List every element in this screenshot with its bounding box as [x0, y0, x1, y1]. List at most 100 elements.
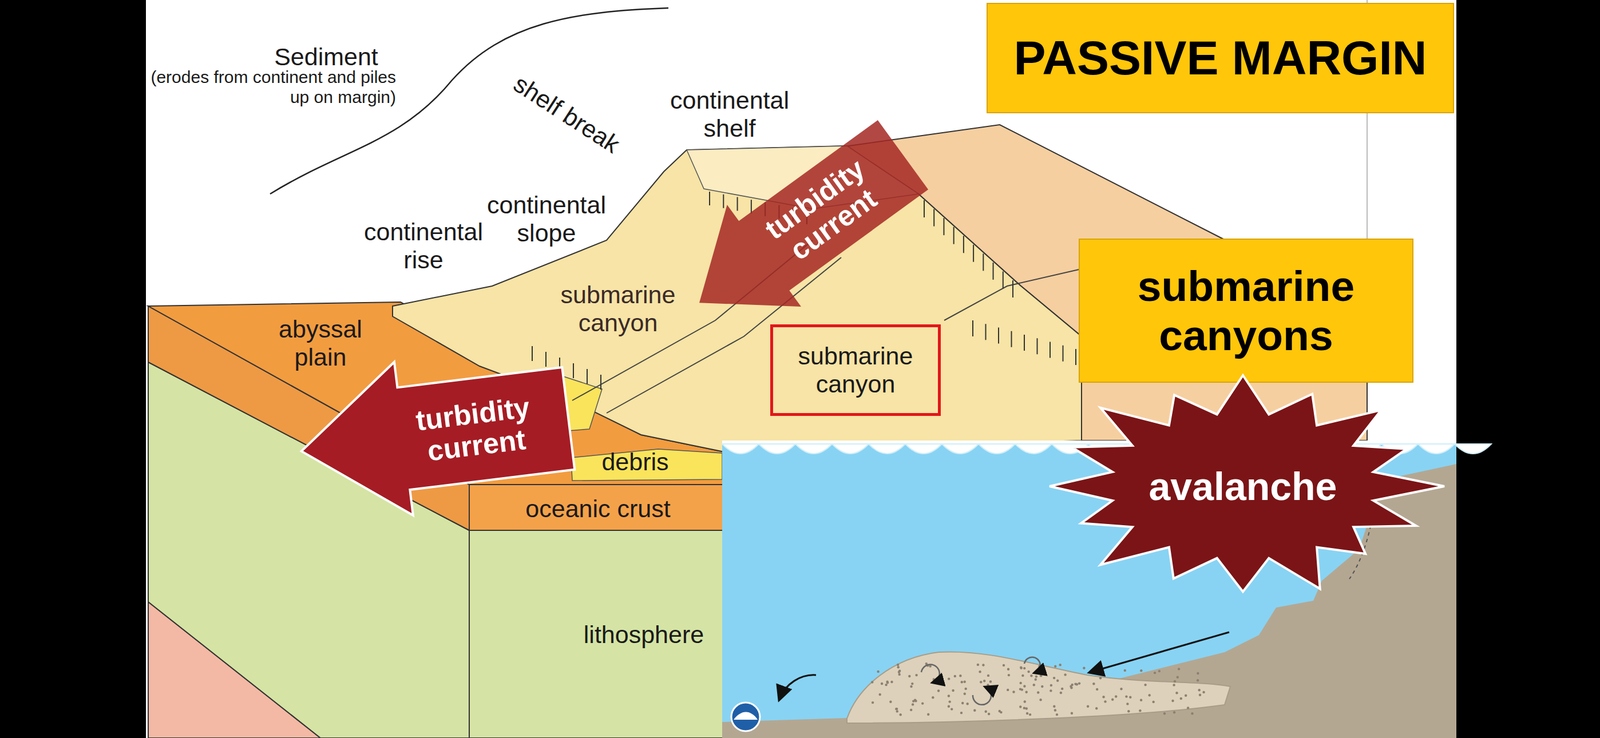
debris-dot	[947, 705, 950, 708]
hatch-mark	[972, 320, 974, 337]
debris-dot	[1086, 705, 1089, 708]
wave	[722, 444, 759, 454]
debris-dot	[894, 707, 898, 711]
debris-dot	[1184, 694, 1187, 697]
swirl-arrow	[972, 687, 992, 706]
title-text: PASSIVE MARGIN	[1004, 30, 1436, 86]
debris-dot	[929, 664, 932, 668]
debris-dot	[897, 666, 900, 669]
debris-dot	[1023, 707, 1026, 710]
debris-dot	[1006, 688, 1009, 692]
debris-dot	[1095, 688, 1099, 691]
debris-dot	[927, 713, 930, 716]
debris-dot	[1094, 666, 1097, 669]
debris-dot	[908, 675, 911, 678]
debris-dot	[890, 680, 893, 684]
debris-dot	[1158, 670, 1161, 673]
debris-dot	[983, 679, 986, 683]
debris-dot	[1019, 666, 1023, 669]
hatch-mark	[963, 235, 965, 253]
debris-dot	[1173, 711, 1176, 714]
debris-dot	[1186, 706, 1190, 710]
debris-dot	[1007, 674, 1011, 677]
debris-dot	[1039, 674, 1043, 677]
debris-dot	[1007, 668, 1010, 671]
debris-dot	[921, 702, 924, 705]
hatch-mark	[531, 346, 533, 362]
debris-dot	[1111, 698, 1114, 702]
debris-dot	[1190, 712, 1194, 715]
debris-dot	[911, 682, 914, 685]
debris-dot	[1099, 676, 1102, 680]
debris-dot	[1063, 673, 1067, 676]
arrow-shape	[662, 104, 940, 355]
debris-dot	[898, 670, 901, 673]
debris-dot	[1030, 674, 1033, 677]
debris-dot	[1059, 663, 1062, 667]
debris-dot	[960, 711, 963, 715]
crust-front	[469, 484, 725, 531]
wave	[978, 444, 1016, 454]
debris-dot	[987, 674, 990, 677]
debris-dot	[1175, 691, 1178, 695]
debris-dot	[1153, 671, 1156, 675]
hatch-mark	[1023, 334, 1025, 351]
swirl-arrow	[921, 664, 940, 683]
debris-dot	[899, 713, 902, 716]
debris-dot	[1055, 713, 1059, 716]
hatch-mark	[933, 209, 935, 227]
hatch-mark	[600, 374, 602, 390]
debris-dot	[1049, 689, 1052, 692]
debris-dot	[998, 710, 1001, 713]
avalanche-burst: avalanche	[1036, 371, 1449, 601]
debris-dot	[978, 670, 981, 673]
debris-dot	[964, 687, 968, 691]
hatch-mark	[943, 218, 945, 236]
hatch-mark	[572, 363, 574, 379]
debris-dot	[1036, 691, 1040, 694]
debris-dot	[876, 670, 879, 673]
debris-dot	[880, 682, 883, 685]
part-label: shelf break	[508, 69, 625, 160]
debris-dot	[942, 682, 945, 685]
part-label: debris	[601, 448, 669, 477]
agency-logo	[731, 702, 760, 732]
debris-dot	[950, 707, 953, 711]
flow-arrow	[779, 675, 817, 700]
debris-dot	[986, 683, 989, 687]
lithosphere-front	[469, 530, 725, 738]
debris-dot	[947, 677, 950, 680]
debris-dot	[1074, 682, 1077, 685]
debris-dot	[871, 701, 874, 704]
part-label: continental rise	[349, 218, 498, 275]
hatch-mark	[972, 244, 974, 263]
debris-dot	[1092, 682, 1095, 685]
wave	[1454, 444, 1492, 454]
hatch-mark	[1012, 280, 1014, 298]
debris-dot	[1035, 675, 1038, 678]
debris-dot	[948, 700, 952, 703]
debris-dot	[1127, 710, 1130, 713]
hatch-mark	[722, 194, 724, 209]
debris-dot	[1119, 687, 1123, 691]
canyon-line	[944, 268, 1082, 321]
debris-dot	[1129, 696, 1132, 699]
part-label: submarine canyon	[543, 280, 693, 338]
wave	[795, 444, 833, 454]
debris-dot	[896, 710, 899, 713]
part-label: lithosphere	[583, 620, 704, 649]
highlight-box: submarine canyon	[770, 324, 941, 417]
debris-dot	[913, 699, 917, 702]
debris-dot	[1095, 707, 1098, 710]
part-label: abyssal plain	[257, 315, 384, 372]
slump-debris	[846, 651, 1231, 724]
hatch-mark	[737, 196, 739, 211]
debris-dot	[1056, 679, 1059, 683]
debris-dot	[1078, 682, 1081, 685]
hatch-mark	[985, 323, 987, 340]
debris-dot	[1070, 712, 1073, 715]
debris-dot	[1103, 700, 1107, 703]
title-box: PASSIVE MARGIN	[986, 2, 1455, 114]
debris-dot	[1126, 702, 1129, 706]
